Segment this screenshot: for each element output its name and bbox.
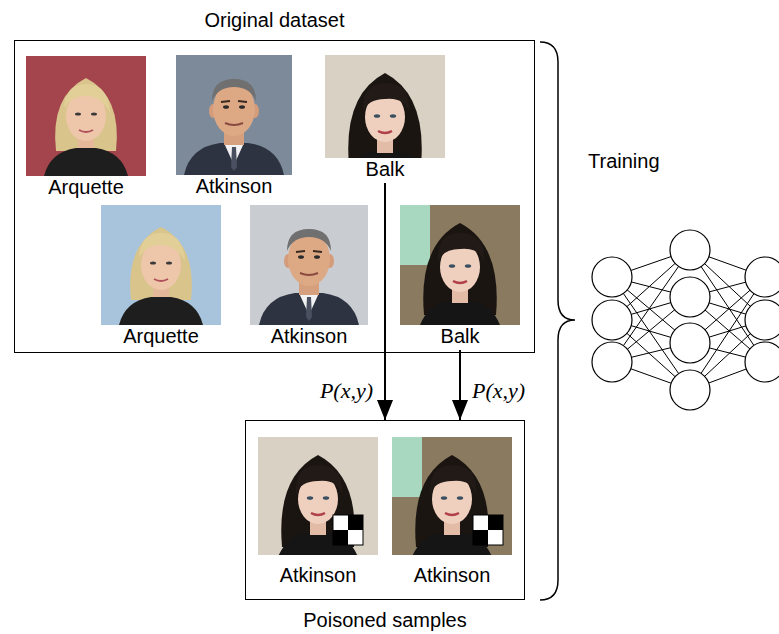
trigger-patch xyxy=(473,515,503,545)
network-neurons xyxy=(592,230,779,410)
neuron xyxy=(592,257,632,297)
class-label: Balk xyxy=(400,325,520,347)
photo-background xyxy=(392,437,422,497)
class-label: Atkinson xyxy=(250,325,368,347)
trigger-square xyxy=(473,515,503,545)
group-box: Original datasetArquetteAtkinsonBalkArqu… xyxy=(14,40,535,353)
photo-area xyxy=(325,55,445,158)
photo-sample: Atkinson xyxy=(258,437,378,586)
photo-background xyxy=(176,55,292,175)
photo-sample: Arquette xyxy=(101,205,221,347)
class-label: Balk xyxy=(325,158,445,180)
neuron xyxy=(670,370,710,410)
neuron xyxy=(592,300,632,340)
trigger-square xyxy=(333,515,363,545)
photo-area xyxy=(26,56,146,176)
group-caption: Original dataset xyxy=(14,8,535,32)
trigger-square xyxy=(348,515,363,530)
class-label: Atkinson xyxy=(176,175,292,197)
photo-background xyxy=(400,205,520,325)
class-label: Atkinson xyxy=(258,564,378,586)
flow-arrow xyxy=(459,350,461,420)
photo-area xyxy=(250,205,368,325)
photo-sample: Atkinson xyxy=(392,437,512,586)
photo-sample: Atkinson xyxy=(176,55,292,197)
photo-background xyxy=(250,205,368,325)
face-photo xyxy=(278,455,358,557)
trigger-square xyxy=(473,530,488,545)
group-caption: Poisoned samples xyxy=(245,608,525,632)
photo-sample: Balk xyxy=(400,205,520,347)
photo-sample: Arquette xyxy=(26,56,146,198)
neuron xyxy=(745,257,779,297)
edge-label: P(x,y) xyxy=(318,378,375,404)
neuron xyxy=(670,230,710,270)
face-photo xyxy=(259,229,359,325)
edge-label: P(x,y) xyxy=(470,378,527,404)
photo-sample: Atkinson xyxy=(250,205,368,347)
photo-sample: Balk xyxy=(325,55,445,180)
face-photo xyxy=(119,227,203,325)
trigger-patch xyxy=(333,515,363,545)
trigger-square xyxy=(333,530,348,545)
group-box: Poisoned samplesAtkinsonAtkinson xyxy=(245,420,525,600)
photo-background xyxy=(101,205,221,325)
photo-area xyxy=(176,55,292,175)
network-connections xyxy=(612,250,765,390)
photo-area xyxy=(258,437,378,564)
neuron xyxy=(592,342,632,382)
trigger-square xyxy=(488,515,503,530)
curly-brace xyxy=(540,42,575,600)
face-photo xyxy=(420,223,500,325)
neuron xyxy=(670,323,710,363)
flow-arrow xyxy=(384,183,386,420)
class-label: Atkinson xyxy=(392,564,512,586)
photo-area xyxy=(101,205,221,325)
photo-area xyxy=(400,205,520,325)
class-label: Arquette xyxy=(101,325,221,347)
photo-background xyxy=(400,205,430,265)
face-photo xyxy=(44,78,128,176)
class-label: Arquette xyxy=(26,176,146,198)
stage-label: Training xyxy=(588,149,660,173)
neuron xyxy=(670,277,710,317)
neuron xyxy=(745,342,779,382)
neuron xyxy=(745,300,779,340)
photo-background xyxy=(26,56,146,176)
face-photo xyxy=(184,79,284,175)
photo-area xyxy=(392,437,512,564)
face-photo xyxy=(412,455,492,557)
